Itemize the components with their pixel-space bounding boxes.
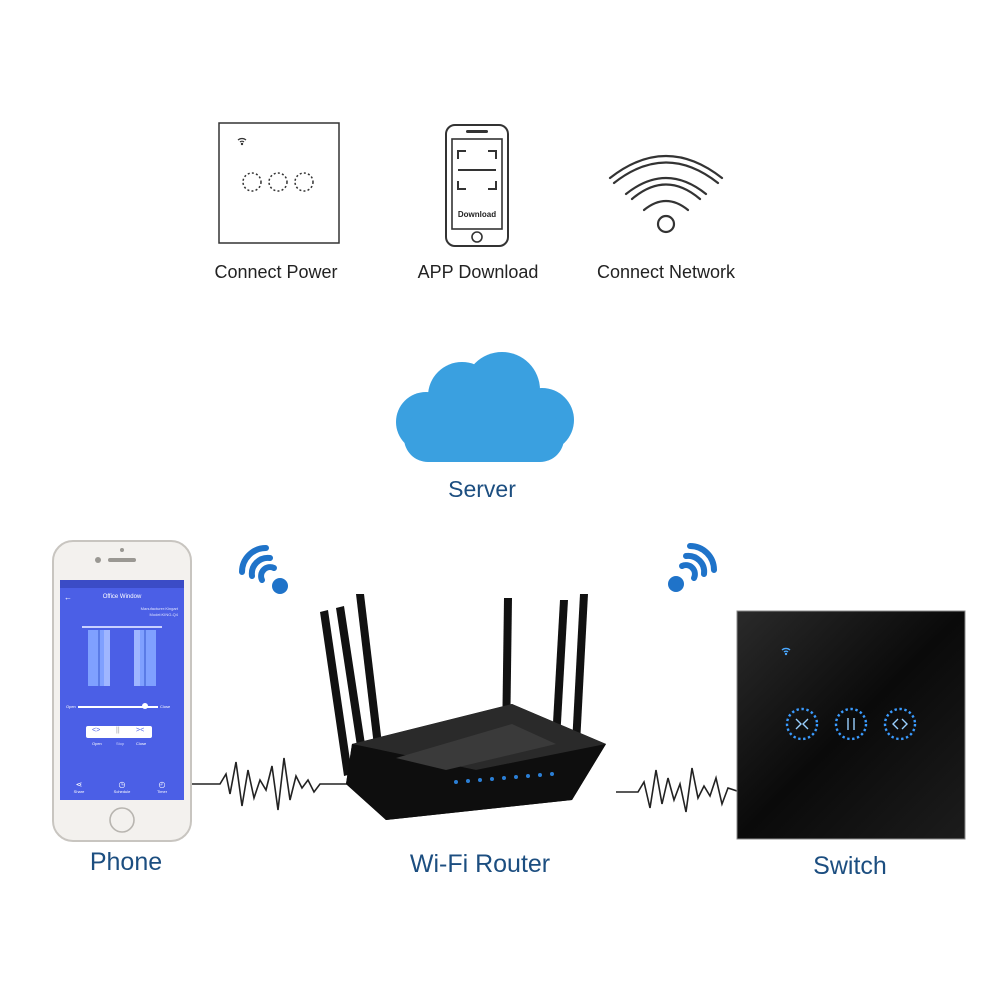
clock-icon: ◷ [118,780,126,789]
app-control-label-open: Open [92,741,102,746]
curtain-graphic [82,624,162,688]
step-connect-network [606,150,726,236]
slider-handle[interactable] [142,703,148,709]
app-nav-schedule[interactable]: ◷ Schedule [108,780,136,794]
phone-body-icon [52,540,192,842]
step-app-download: Download [444,123,510,248]
app-nav-label: Schedule [113,789,131,794]
cloud-icon [396,352,574,462]
app-nav-timer[interactable]: ◴ Timer [150,780,174,794]
switch-device [736,610,966,840]
app-stop-button[interactable]: || [116,727,120,734]
signal-wave-right [616,748,740,828]
router-label: Wi-Fi Router [409,850,551,878]
app-close-label: Close [160,704,171,709]
step-label-connect-power: Connect Power [214,262,338,282]
signal-wave-icon [616,767,740,813]
app-subtitle: Manufacturer:Kingart Model:KING-Q4 [140,606,178,617]
curtain-icon [82,626,162,686]
switch-panel-icon [218,122,340,244]
wifi-icon [608,154,724,234]
phone-device: ← Office Window Manufacturer:Kingart Mod… [52,540,192,842]
wifi-signal-icon [668,543,717,592]
app-nav-share[interactable]: ⋖ Share [68,780,90,794]
server-label: Server [448,476,516,502]
app-control-label-stop: Stop [116,741,125,746]
step-label-app-download: APP Download [417,262,539,282]
phone-label: Phone [89,848,163,876]
timer-icon: ◴ [158,780,166,789]
download-text: Download [457,210,497,219]
app-control-buttons: <> || >< [86,726,152,738]
app-nav-label: Share [73,789,85,794]
app-open-label: Open [66,704,76,709]
app-close-button[interactable]: >< [136,727,145,734]
step-label-connect-network: Connect Network [596,262,736,282]
router-icon [320,594,606,820]
app-nav-label: Timer [156,789,168,794]
app-title: Office Window [102,594,142,600]
wifi-signal-left [236,542,298,604]
app-status-bar [60,580,184,588]
share-icon: ⋖ [75,780,83,789]
signal-wave-icon [190,757,350,811]
signal-wave-left [190,740,350,830]
app-control-label-close: Close [136,741,147,746]
wifi-signal-icon [239,545,288,594]
server-cloud [384,350,580,468]
router-device [316,594,626,834]
switch-label: Switch [813,852,887,880]
step-connect-power [218,122,340,244]
wifi-signal-right [658,540,720,602]
app-back-icon[interactable]: ← [64,593,72,602]
curtain-switch-icon [736,610,966,840]
app-open-button[interactable]: <> [92,727,101,734]
app-position-slider[interactable] [78,706,158,708]
smartphone-download-icon [445,124,509,247]
